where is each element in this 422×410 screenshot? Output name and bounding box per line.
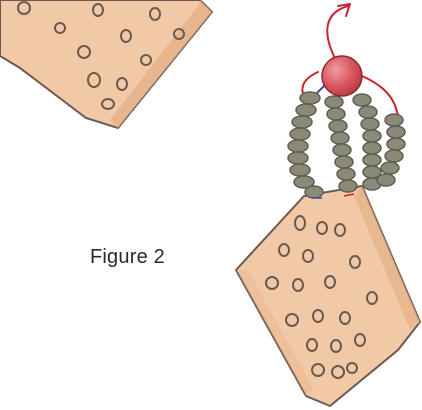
cracker-top-left	[0, 0, 212, 128]
seed-bead-strand-middle	[325, 96, 357, 192]
red-accent-bead	[322, 56, 362, 96]
seed-bead-strand-right-a	[353, 94, 381, 190]
figure-caption: Figure 2	[90, 246, 165, 269]
cracker-bottom-right	[236, 186, 420, 406]
seed-bead-strand-left	[288, 92, 323, 198]
